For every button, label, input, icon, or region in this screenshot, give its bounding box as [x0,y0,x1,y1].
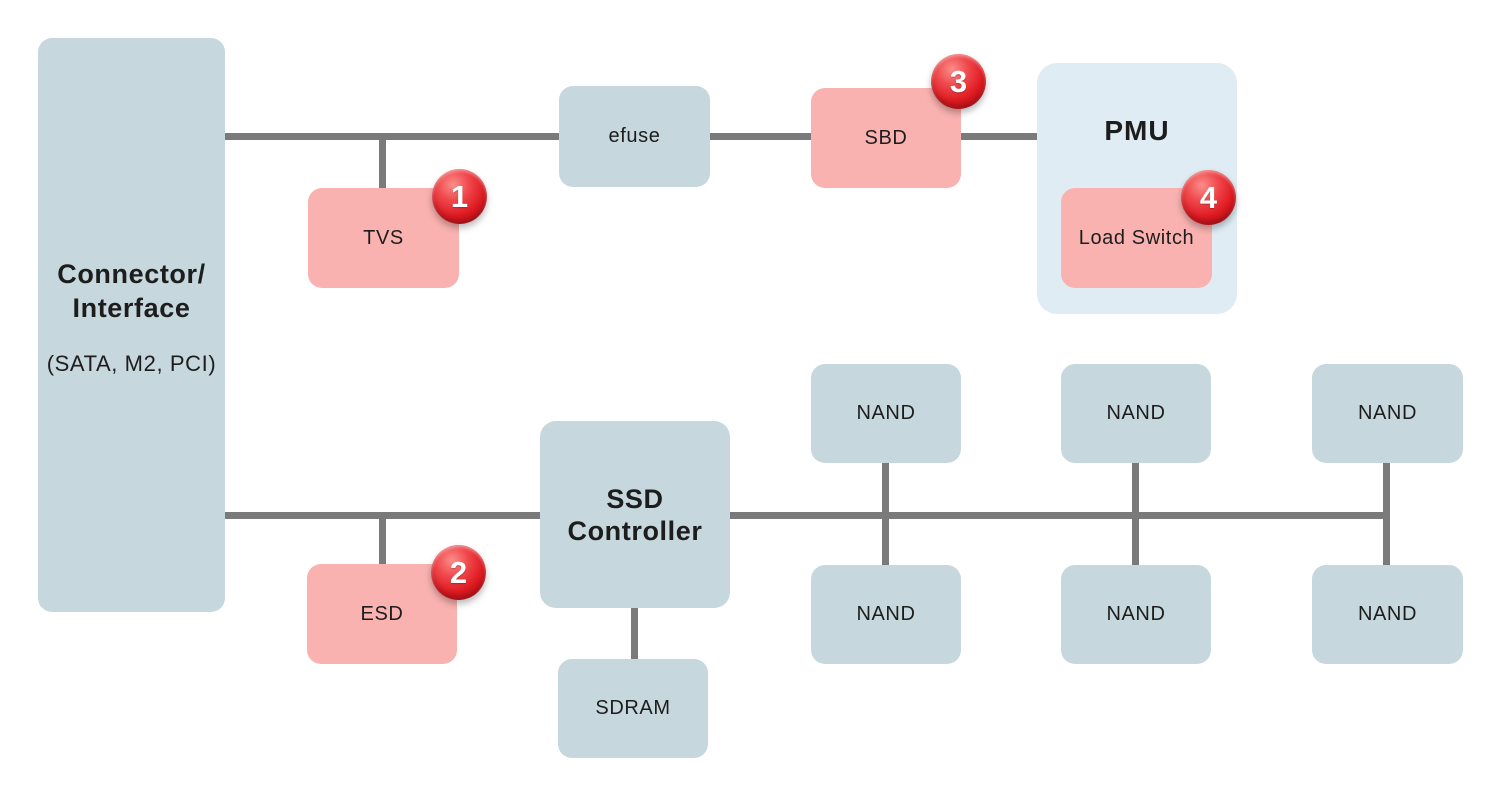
nand-column1-line [882,463,889,565]
sbd-label: SBD [864,126,908,149]
sdram-label: SDRAM [595,697,671,719]
nand-label: NAND [1106,402,1166,424]
ssd-controller-box: SSD Controller [540,421,730,608]
pmu-box: PMU Load Switch [1037,63,1237,314]
connector-title: Connector/ Interface [57,257,206,325]
ssd-controller-label-line2: Controller [567,515,703,546]
connector-title-line1: Connector/ [57,259,206,289]
load-switch-label: Load Switch [1078,226,1195,249]
nand-box-top-2: NAND [1061,364,1211,463]
nand-label: NAND [856,603,916,625]
nand-label: NAND [1357,603,1418,625]
nand-box-bottom-3: NAND [1312,565,1463,664]
nand-box-bottom-2: NAND [1061,565,1211,664]
ssd-controller-label-line1: SSD [606,483,664,514]
pmu-label: PMU [1104,115,1170,146]
badge-2: 2 [431,545,486,600]
bottom-bus-line [225,512,1390,519]
esd-label: ESD [360,602,404,625]
connector-title-line2: Interface [72,293,191,323]
ssd-controller-label: SSD Controller [567,483,702,547]
sdram-connector-line [631,606,638,663]
sbd-box: SBD [811,88,961,188]
tvs-label: TVS [363,226,404,249]
nand-label: NAND [1357,402,1418,424]
nand-box-bottom-1: NAND [811,565,961,664]
badge-3: 3 [931,54,986,109]
efuse-box: efuse [559,86,710,187]
connector-interface-box: Connector/ Interface (SATA, M2, PCI) [38,38,225,612]
esd-connector-line [379,515,386,568]
nand-box-top-3: NAND [1312,364,1463,463]
nand-column2-line [1132,463,1139,565]
connector-subtitle: (SATA, M2, PCI) [46,351,217,376]
sdram-box: SDRAM [558,659,708,758]
efuse-label: efuse [608,125,661,147]
nand-label: NAND [856,402,916,424]
badge-1: 1 [432,169,487,224]
nand-column3-line [1383,463,1390,565]
nand-box-top-1: NAND [811,364,961,463]
tvs-connector-line [379,137,386,192]
badge-4: 4 [1181,170,1236,225]
nand-label: NAND [1106,603,1166,625]
